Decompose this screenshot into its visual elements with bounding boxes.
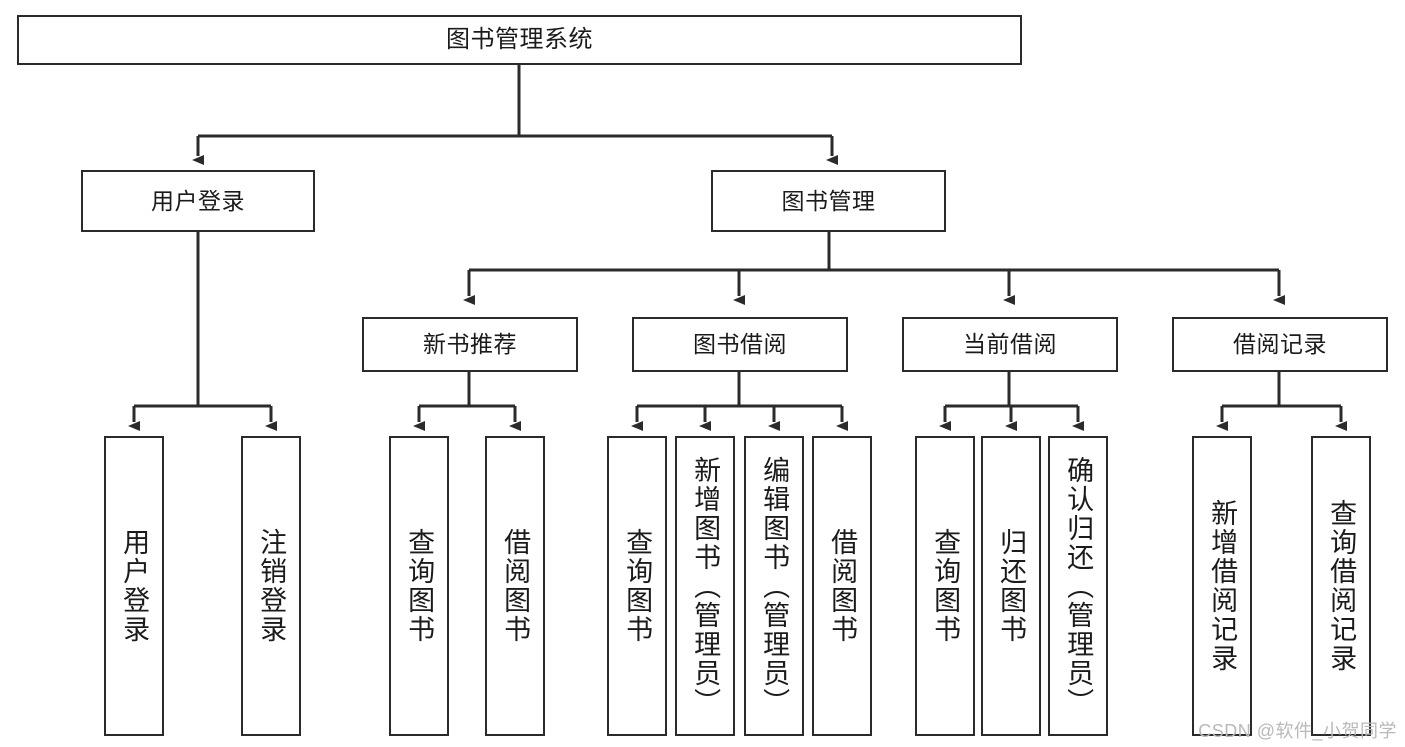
node-leaf-borrow-book[interactable]: 借阅图书 bbox=[812, 436, 872, 736]
node-label: 新增图书（管理员） bbox=[690, 455, 721, 717]
node-label: 借阅图书 bbox=[500, 528, 531, 644]
node-new-book-rec[interactable]: 新书推荐 bbox=[362, 317, 578, 372]
node-book-borrow[interactable]: 图书借阅 bbox=[632, 317, 848, 372]
node-leaf-logout[interactable]: 注销登录 bbox=[241, 436, 301, 736]
node-label: 图书管理 bbox=[781, 187, 876, 214]
node-label: 查询图书 bbox=[930, 528, 961, 644]
node-label: 新增借阅记录 bbox=[1207, 499, 1238, 673]
node-leaf-rec-query[interactable]: 查询图书 bbox=[389, 436, 449, 736]
node-leaf-cur-query[interactable]: 查询图书 bbox=[915, 436, 975, 736]
node-label: 查询图书 bbox=[404, 528, 435, 644]
node-label: 注销登录 bbox=[256, 528, 287, 644]
node-label: 图书借阅 bbox=[693, 331, 787, 358]
node-label: 当前借阅 bbox=[963, 331, 1057, 358]
node-root-system[interactable]: 图书管理系统 bbox=[17, 15, 1022, 65]
node-current-borrow[interactable]: 当前借阅 bbox=[902, 317, 1118, 372]
node-leaf-edit-book[interactable]: 编辑图书（管理员） bbox=[744, 436, 804, 736]
node-leaf-query-record[interactable]: 查询借阅记录 bbox=[1311, 436, 1371, 736]
node-leaf-add-book[interactable]: 新增图书（管理员） bbox=[675, 436, 735, 736]
node-label: 图书管理系统 bbox=[446, 26, 593, 54]
node-borrow-record[interactable]: 借阅记录 bbox=[1172, 317, 1388, 372]
node-label: 借阅图书 bbox=[827, 528, 858, 644]
node-label: 编辑图书（管理员） bbox=[759, 455, 790, 717]
node-leaf-return-book[interactable]: 归还图书 bbox=[981, 436, 1041, 736]
node-user-login[interactable]: 用户登录 bbox=[81, 170, 315, 232]
node-leaf-rec-borrow[interactable]: 借阅图书 bbox=[485, 436, 545, 736]
node-leaf-borrow-query[interactable]: 查询图书 bbox=[607, 436, 667, 736]
node-label: 归还图书 bbox=[996, 528, 1027, 644]
node-label: 确认归还（管理员） bbox=[1063, 455, 1094, 717]
node-leaf-user-login[interactable]: 用户登录 bbox=[104, 436, 164, 736]
node-label: 借阅记录 bbox=[1233, 331, 1327, 358]
node-label: 查询借阅记录 bbox=[1326, 499, 1357, 673]
node-label: 新书推荐 bbox=[423, 331, 517, 358]
node-label: 用户登录 bbox=[119, 528, 150, 644]
node-label: 查询图书 bbox=[622, 528, 653, 644]
node-leaf-add-record[interactable]: 新增借阅记录 bbox=[1192, 436, 1252, 736]
node-book-manage[interactable]: 图书管理 bbox=[711, 170, 946, 232]
watermark-text: CSDN @软件_小贺同学 bbox=[1198, 721, 1397, 741]
node-leaf-confirm-return[interactable]: 确认归还（管理员） bbox=[1048, 436, 1108, 736]
node-label: 用户登录 bbox=[151, 187, 245, 214]
